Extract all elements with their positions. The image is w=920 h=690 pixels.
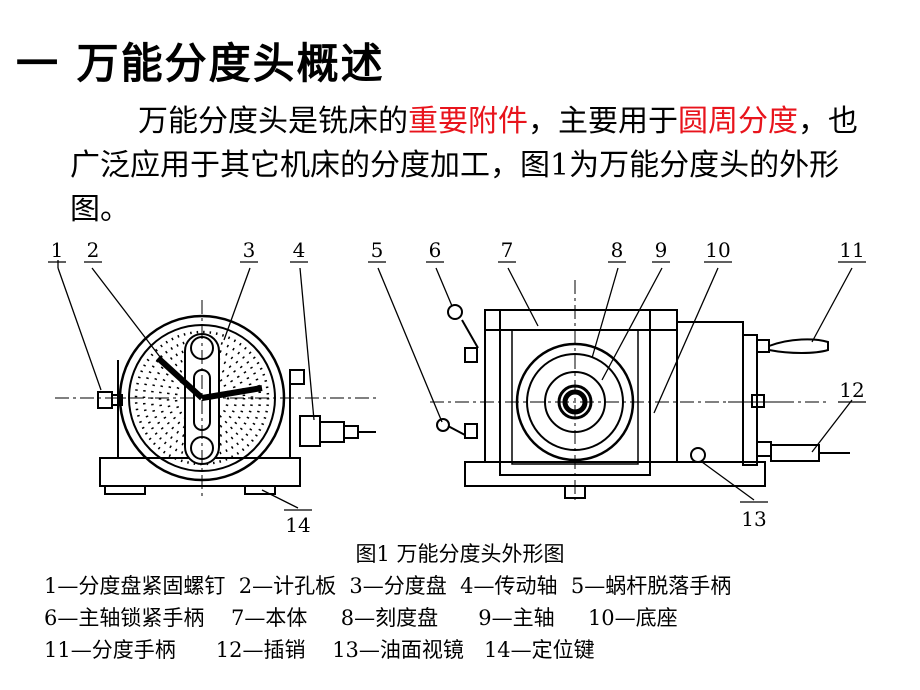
callout-6: 6 bbox=[429, 238, 442, 262]
slide-title: 一 万能分度头概述 bbox=[16, 39, 385, 88]
paragraph-text-2: ，主要用于 bbox=[528, 104, 678, 139]
callout-13: 13 bbox=[741, 507, 766, 531]
right-view bbox=[430, 280, 850, 500]
callout-11: 11 bbox=[839, 238, 864, 262]
callout-7: 7 bbox=[501, 238, 514, 262]
callout-1: 1 bbox=[51, 238, 64, 262]
callout-14: 14 bbox=[285, 513, 310, 537]
callout-2: 2 bbox=[87, 238, 100, 262]
intro-paragraph: 万能分度头是铣床的重要附件，主要用于圆周分度，也广泛应用于其它机床的分度加工，图… bbox=[70, 100, 870, 232]
paragraph-text-3: ，也广泛应用于其它机床的分度加工，图1为万能分度头的外形图。 bbox=[70, 104, 858, 227]
callout-3: 3 bbox=[243, 238, 256, 262]
legend-row: 6—主轴锁紧手柄 7—本体 8—刻度盘 9—主轴 10—底座 bbox=[44, 606, 678, 630]
parts-legend: 1—分度盘紧固螺钉 2—计孔板 3—分度盘 4—传动轴 5—蜗杆脱落手柄 6—主… bbox=[44, 570, 731, 666]
leader-lines bbox=[48, 260, 866, 511]
left-view bbox=[55, 300, 380, 500]
legend-row: 1—分度盘紧固螺钉 2—计孔板 3—分度盘 4—传动轴 5—蜗杆脱落手柄 bbox=[44, 574, 732, 598]
highlight-circular-indexing: 圆周分度 bbox=[678, 104, 798, 139]
callout-4: 4 bbox=[293, 238, 306, 262]
callout-9: 9 bbox=[655, 238, 668, 262]
highlight-important-accessory: 重要附件 bbox=[408, 104, 528, 139]
callout-5: 5 bbox=[371, 238, 384, 262]
legend-row: 11—分度手柄 12—插销 13—油面视镜 14—定位键 bbox=[44, 638, 595, 662]
callout-10: 10 bbox=[705, 238, 730, 262]
callout-12: 12 bbox=[839, 378, 864, 402]
callout-8: 8 bbox=[611, 238, 624, 262]
figure-caption: 图1 万能分度头外形图 bbox=[355, 542, 565, 566]
paragraph-text-1: 万能分度头是铣床的 bbox=[138, 104, 408, 139]
dividing-head-drawing: 1 2 3 4 5 6 7 8 9 10 11 12 13 14 bbox=[48, 238, 866, 537]
